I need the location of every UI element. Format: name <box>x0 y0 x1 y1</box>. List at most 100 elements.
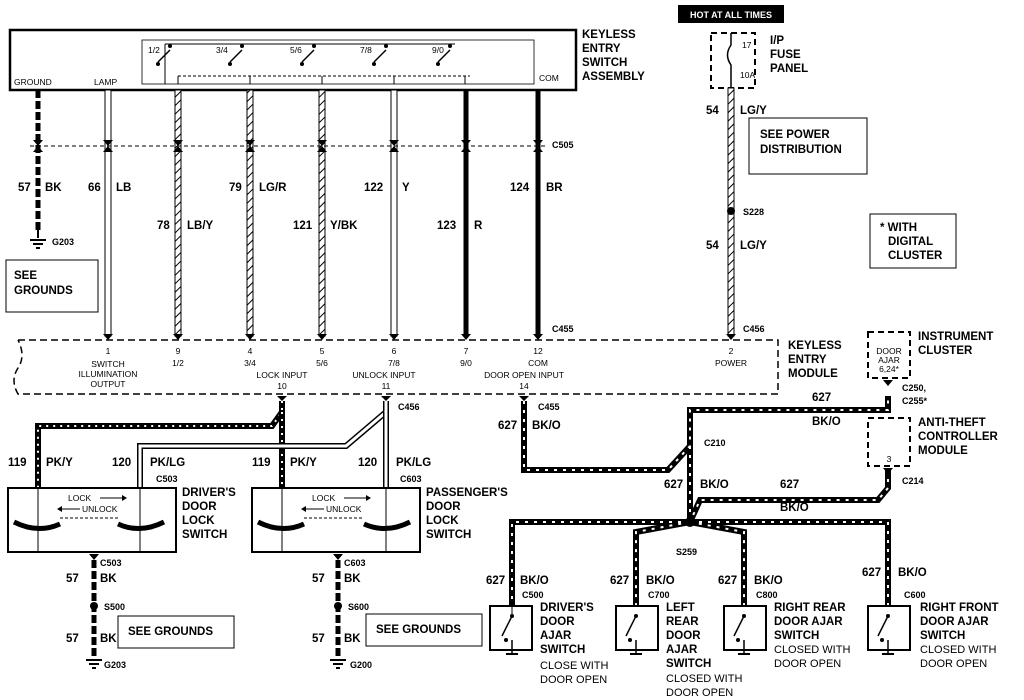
pin-12-label: COM <box>528 358 548 368</box>
w627-color-2: BK/O <box>812 416 841 428</box>
pass-lock-title-1: PASSENGER'S <box>426 487 508 499</box>
w122-color: Y <box>402 182 410 194</box>
pass-lock-title-3: LOCK <box>426 515 459 527</box>
c505-label: C505 <box>552 140 574 150</box>
w123-color: R <box>474 220 483 232</box>
fuse-number: 17 <box>742 40 752 50</box>
lock-switch-wiring <box>35 401 389 488</box>
w120-color-pass: PK/LG <box>396 457 431 469</box>
pin-1-label-2: ILLUMINATION <box>79 369 138 379</box>
s259-label: S259 <box>676 547 697 557</box>
digital-line1: * WITH <box>880 222 917 234</box>
drivers-lock-title-4: SWITCH <box>182 529 227 541</box>
lr-ajar-title-3: DOOR <box>666 630 701 642</box>
unlock-input-label: UNLOCK INPUT <box>352 370 415 380</box>
c503b-label: C503 <box>100 558 122 568</box>
ground-g203-top: G203 <box>30 230 74 249</box>
rf-ajar-note-2: DOOR OPEN <box>920 658 987 670</box>
w66-num: 66 <box>88 182 101 194</box>
w57-num-pass-2: 57 <box>312 633 325 645</box>
ground-terminal-label: GROUND <box>14 77 52 87</box>
pin-6-num: 6 <box>392 346 397 356</box>
lr-ajar-title-1: LEFT <box>666 602 695 614</box>
pass-lock-title-2: DOOR <box>426 501 461 513</box>
anti-theft-controller-module: 3 ANTI-THEFT CONTROLLER MODULE <box>867 417 999 474</box>
w66-color: LB <box>116 182 131 194</box>
rf-ajar-note-1: CLOSED WITH <box>920 644 996 656</box>
module-pin-labels: 1 SWITCH ILLUMINATION OUTPUT 9 1/2 4 3/4… <box>79 346 748 391</box>
cluster-title-1: INSTRUMENT <box>918 331 993 343</box>
driver-unlock-label: UNLOCK <box>82 504 118 514</box>
w54-color-upper: LG/Y <box>740 105 767 117</box>
fuse-rating: 10A <box>740 70 755 80</box>
switch-label-12: 1/2 <box>148 45 160 55</box>
w123-num: 123 <box>437 220 456 232</box>
w124-color: BR <box>546 182 563 194</box>
w57-num: 57 <box>18 182 31 194</box>
pin-4-label: 3/4 <box>244 358 256 368</box>
anti-theft-title-1: ANTI-THEFT <box>918 417 986 429</box>
door-ajar-switch-right-rear: RIGHT REAR DOOR AJAR SWITCH CLOSED WITH … <box>723 602 850 670</box>
w54-color-lower: LG/Y <box>740 240 767 252</box>
passengers-door-lock-switch: LOCK UNLOCK PASSENGER'S DOOR LOCK SWITCH <box>251 487 508 553</box>
see-grounds-box-top: SEE GROUNDS <box>5 259 99 313</box>
switch-assembly-title-2: ENTRY <box>582 43 621 55</box>
driver-ajar-title-2: DOOR <box>540 616 575 628</box>
lr-ajar-note-2: DOOR OPEN <box>666 687 733 699</box>
pin-7-label: 9/0 <box>460 358 472 368</box>
cluster-inner-3: 6,24* <box>879 364 900 374</box>
g203b-label: G203 <box>104 660 126 670</box>
pin-1-label-3: OUTPUT <box>91 379 126 389</box>
w121-num: 121 <box>293 220 313 232</box>
pin-9-num: 9 <box>176 346 181 356</box>
w54-num-upper: 54 <box>706 105 719 117</box>
c603b-label: C603 <box>344 558 366 568</box>
driver-lock-label: LOCK <box>68 493 91 503</box>
anti-theft-pin: 3 <box>887 454 892 464</box>
com-terminal-label: COM <box>539 73 559 83</box>
c456b-label: C456 <box>398 402 420 412</box>
see-grounds-driver: SEE GROUNDS <box>128 626 213 638</box>
hot-at-all-times-label: HOT AT ALL TIMES <box>690 10 772 20</box>
power-source: HOT AT ALL TIMES 17 10A I/P FUSE PANEL <box>678 5 808 89</box>
pin-5-label: 5/6 <box>316 358 328 368</box>
cluster-inner-2: AJAR <box>878 355 900 365</box>
rr-ajar-note-1: CLOSED WITH <box>774 644 850 656</box>
pass-lock-label: LOCK <box>312 493 335 503</box>
w627-color-3: BK/O <box>700 479 729 491</box>
fuse-panel-title-1: I/P <box>770 35 784 47</box>
door-ajar-wiring <box>509 396 891 606</box>
c455b-label: C455 <box>538 402 560 412</box>
pin-9-label: 1/2 <box>172 358 184 368</box>
lr-ajar-title-4: AJAR <box>666 644 698 656</box>
module-title-1: KEYLESS <box>788 340 842 352</box>
module-title-3: MODULE <box>788 368 838 380</box>
pin-6-label: 7/8 <box>388 358 400 368</box>
pin-7-num: 7 <box>464 346 469 356</box>
pin-10-num: 10 <box>277 381 287 391</box>
w627-color-1: BK/O <box>532 420 561 432</box>
w57-color-pass-1: BK <box>344 573 361 585</box>
w627-color-6: BK/O <box>646 575 675 587</box>
fuse-panel-title-3: PANEL <box>770 63 808 75</box>
door-ajar-labels: 627 BK/O 627 BK/O C210 627 BK/O 627 BK/O… <box>486 383 928 600</box>
lamp-terminal-label: LAMP <box>94 77 117 87</box>
lr-ajar-title-5: SWITCH <box>666 658 711 670</box>
driver-ground-chain: C503 57 BK S500 57 BK G203 SEE GROUNDS <box>66 554 235 670</box>
module-bottom-connectors: C456 C455 <box>277 396 560 412</box>
pin-2-label: POWER <box>715 358 747 368</box>
drivers-door-lock-switch: LOCK UNLOCK DRIVER'S DOOR LOCK SWITCH <box>7 487 236 553</box>
rf-ajar-title-1: RIGHT FRONT <box>920 602 999 614</box>
driver-ajar-title-4: SWITCH <box>540 644 585 656</box>
w57-num-driver-2: 57 <box>66 633 79 645</box>
pin-1-num: 1 <box>106 346 111 356</box>
see-grounds-pass: SEE GROUNDS <box>376 624 461 636</box>
w627-num-2: 627 <box>812 392 831 404</box>
s228-label: S228 <box>743 207 764 217</box>
switch-label-90: 9/0 <box>432 45 444 55</box>
digital-line3: CLUSTER <box>888 250 943 262</box>
pass-unlock-label: UNLOCK <box>326 504 362 514</box>
w627-num-1: 627 <box>498 420 517 432</box>
switch-harness-wires <box>35 87 735 337</box>
